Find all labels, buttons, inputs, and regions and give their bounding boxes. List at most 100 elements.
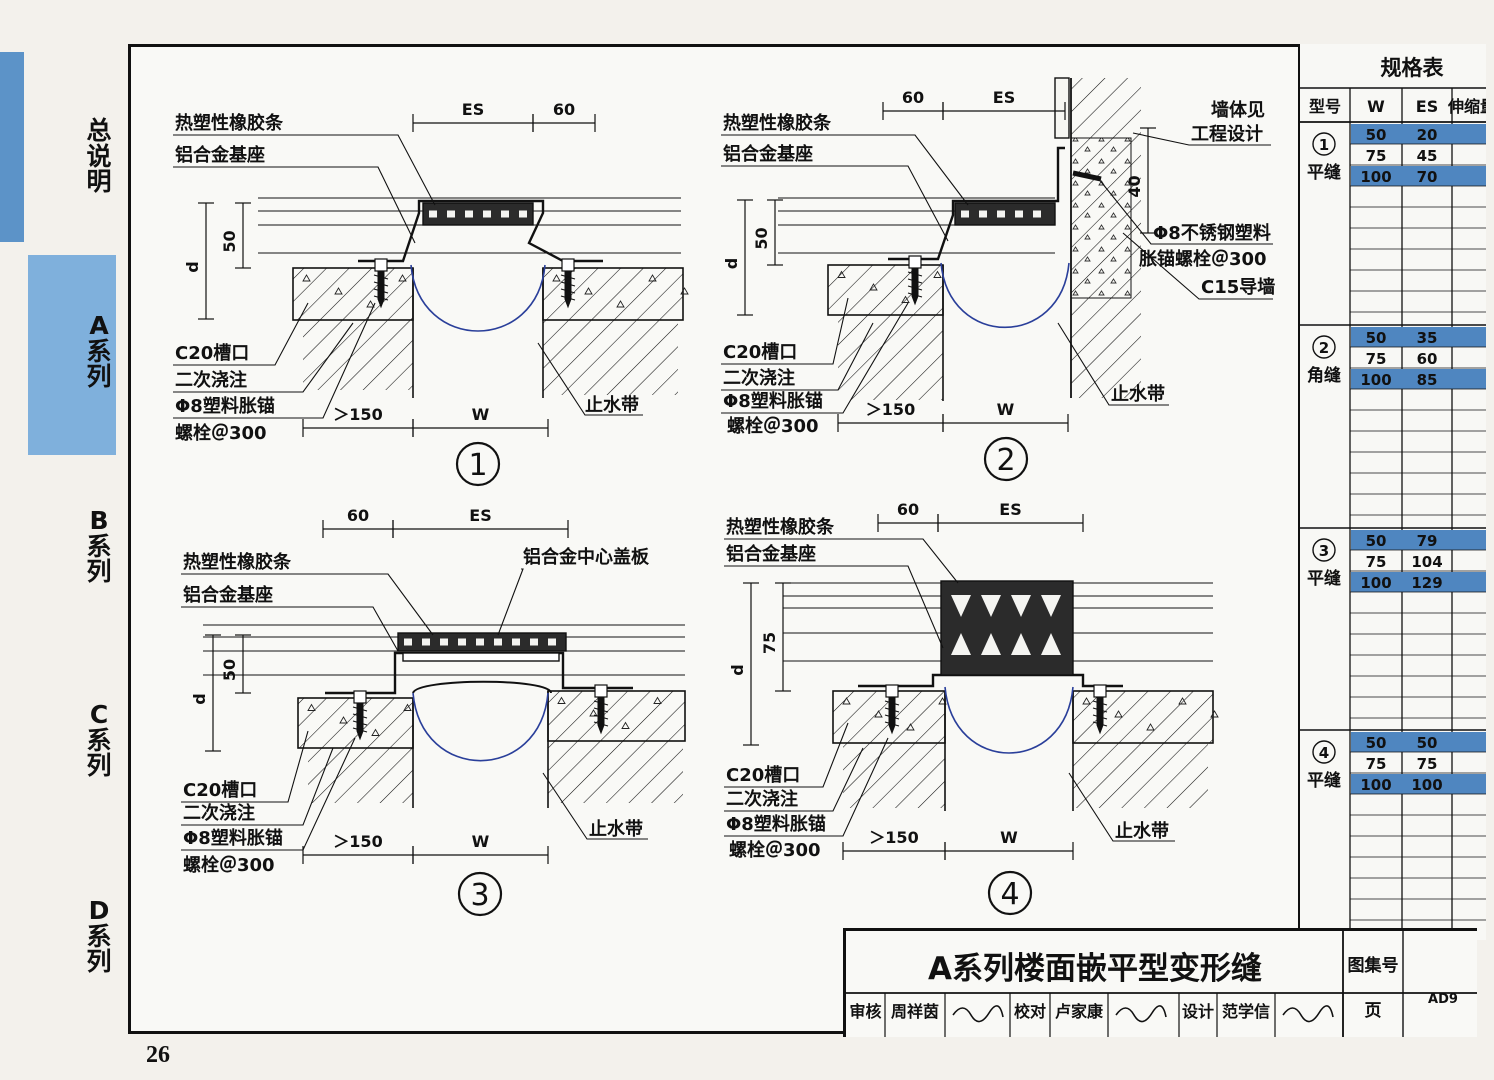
leader-line	[724, 722, 849, 788]
leader-line	[181, 747, 334, 826]
joint-type: 平缝	[1307, 568, 1341, 589]
waterstop-curve	[944, 686, 1074, 754]
label-text: C20槽口	[726, 764, 800, 786]
slab-lower	[838, 315, 943, 400]
dimension-label: 75	[760, 632, 779, 654]
bolt-thread	[560, 274, 576, 280]
sidebar-item-char: 明	[86, 167, 112, 196]
label-text: 螺栓＠300	[183, 854, 275, 876]
role-name: 范学信	[1222, 1002, 1270, 1021]
sidebar-item-char: 总	[86, 116, 112, 145]
spec-table: 规格表型号WES伸缩量50207545100701平缝5035756010085…	[1298, 44, 1486, 940]
label-text: 螺栓＠300	[729, 839, 821, 861]
bolt-thread	[352, 713, 368, 719]
leader-line	[1097, 177, 1273, 245]
sidebar-item-d-series[interactable]: D 系 列	[82, 898, 116, 975]
spec-table-title: 规格表	[1381, 56, 1445, 80]
aggregate-mark	[837, 270, 846, 278]
dimension-label: d	[183, 261, 202, 272]
bolt-thread	[884, 707, 900, 713]
detail-number: 4	[1000, 877, 1019, 912]
rubber-cell	[483, 210, 491, 218]
sidebar-item-char: 列	[86, 751, 112, 780]
bolt-thread	[907, 271, 923, 277]
spec-row-highlight	[1351, 572, 1486, 592]
leader-line	[1122, 232, 1273, 300]
label-text: 螺栓＠300	[175, 422, 267, 444]
spec-cell-w: 100	[1360, 168, 1391, 186]
bolt-thread	[593, 700, 609, 706]
rubber-cell	[404, 638, 412, 646]
c15-guide-wall	[1070, 137, 1132, 299]
rubber-cell	[476, 638, 484, 646]
group-number-circle	[1312, 132, 1336, 156]
spec-cell-w: 75	[1366, 755, 1387, 773]
label-text: 二次浇注	[726, 788, 798, 810]
detail-number-circle	[455, 441, 501, 487]
leader-line	[173, 302, 376, 419]
role-label: 校对	[1014, 1002, 1046, 1021]
rubber-cell	[494, 638, 502, 646]
spec-row-highlight	[1351, 530, 1486, 550]
sidebar-item-c-series[interactable]: C 系 列	[82, 702, 116, 779]
slab-lower	[843, 743, 945, 808]
sidebar-item-char: 列	[86, 362, 112, 391]
bolt-thread	[907, 278, 923, 284]
aggregate-mark	[366, 300, 375, 308]
aggregate-mark	[557, 696, 566, 704]
leader-line	[173, 134, 436, 206]
label-text: 热塑性橡胶条	[723, 112, 832, 134]
aggregate-mark	[302, 274, 311, 282]
dimension-label: W	[472, 832, 490, 851]
bolt-thread	[560, 281, 576, 287]
sidebar-item-b-series[interactable]: B 系 列	[82, 508, 116, 585]
lattice-void	[981, 595, 1001, 617]
bolt-thread	[352, 706, 368, 712]
signature-mark	[1115, 1005, 1167, 1023]
role-label: 设计	[1182, 1002, 1214, 1021]
leader-line	[542, 772, 648, 840]
bolt-thread	[1092, 714, 1108, 720]
detail-number-circle	[983, 436, 1029, 482]
page-label: 页	[1365, 1001, 1382, 1021]
leader-line	[721, 322, 874, 391]
bolt-head	[594, 684, 608, 698]
bolt-head	[885, 684, 899, 698]
spec-cell-es: 70	[1417, 168, 1438, 186]
label-text: 热塑性橡胶条	[175, 112, 284, 134]
sidebar-item-a-series[interactable]: A 系 列	[82, 313, 116, 390]
aggregate-mark	[621, 721, 630, 729]
detail-number: 3	[470, 878, 489, 913]
aluminium-base	[858, 673, 1123, 688]
detail-number-circle	[457, 871, 503, 917]
sidebar-item-char: B	[89, 506, 109, 535]
rubber-strip	[422, 202, 534, 226]
joint-type: 平缝	[1307, 162, 1341, 183]
leader-line	[724, 737, 889, 837]
leader-line	[724, 538, 959, 584]
dimension-label: ES	[993, 88, 1015, 107]
spec-cell-w: 100	[1360, 776, 1391, 794]
group-number: 2	[1319, 339, 1329, 357]
dimension-label: W	[997, 400, 1015, 419]
aggregate-mark	[648, 274, 657, 282]
joint-type: 平缝	[1307, 770, 1341, 791]
bolt-thread	[373, 274, 389, 280]
waterstop-curve	[412, 692, 549, 762]
dimension-label: d	[722, 258, 741, 269]
joint-type: 角缝	[1307, 365, 1341, 386]
label-text: 墙体见	[1211, 99, 1265, 121]
spec-table-header: 伸缩量	[1447, 97, 1486, 116]
slab-lower	[303, 320, 413, 390]
lattice-void	[1041, 595, 1061, 617]
waterstop-curve	[940, 262, 1070, 328]
group-number: 3	[1319, 542, 1329, 560]
concrete-slab	[827, 264, 944, 316]
sidebar-item-general[interactable]: 总 说 明	[82, 118, 116, 195]
spec-table-header: 型号	[1309, 97, 1341, 116]
label-text: 铝合金基座	[723, 143, 813, 165]
sidebar-item-char: 系	[86, 531, 112, 561]
leader-line	[181, 730, 309, 803]
